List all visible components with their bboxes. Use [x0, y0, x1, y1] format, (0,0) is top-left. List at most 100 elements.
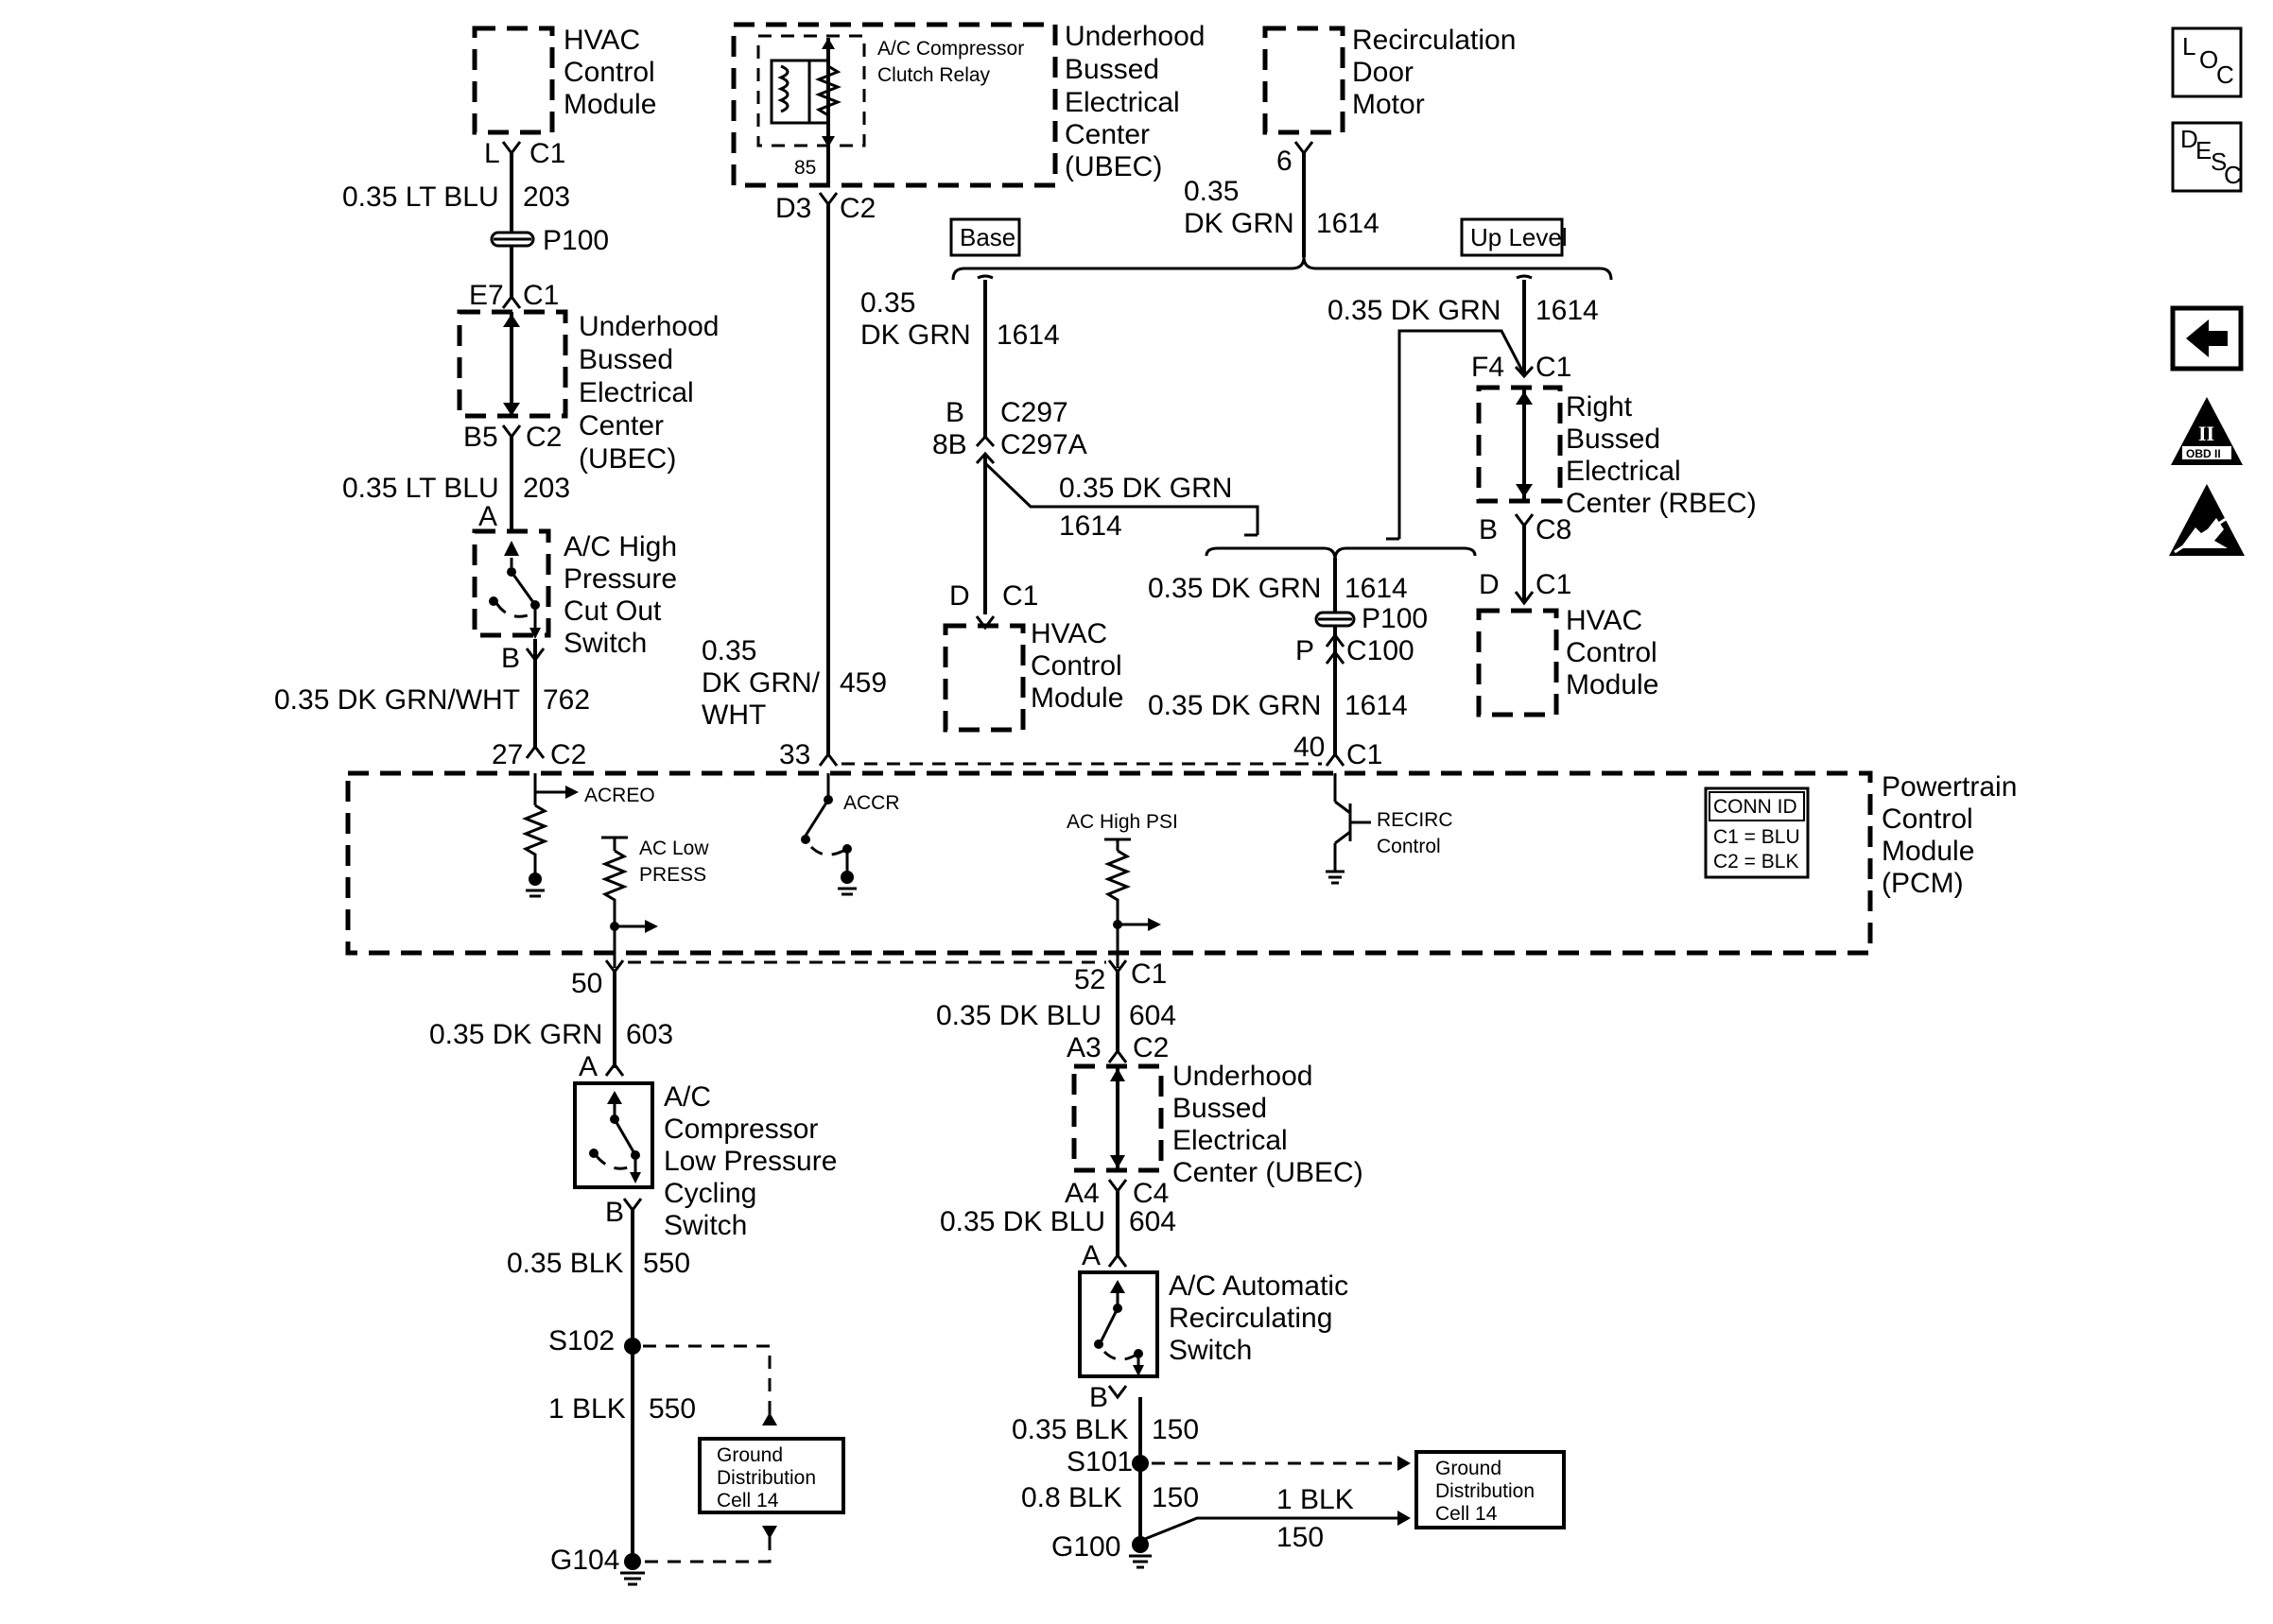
component-label: Electrical	[1065, 87, 1180, 118]
recirculation-door-motor: Recirculation Door Motor	[1262, 25, 1516, 135]
component-label: Module	[1882, 836, 1974, 867]
ac-compressor-low-pressure-cycling-switch: A/C Compressor Low Pressure Cycling Swit…	[573, 1081, 837, 1241]
component-label: Cut Out	[564, 596, 662, 627]
wire-gauge: 0.35 DK BLU	[940, 1206, 1105, 1237]
component-label: Bussed	[1566, 423, 1660, 455]
component-label: HVAC	[1031, 618, 1107, 649]
component-label: Control	[1882, 803, 1973, 835]
back-arrow-icon[interactable]	[2170, 305, 2244, 371]
wire-circuit: 150	[1152, 1482, 1199, 1513]
ac-automatic-recirculating-switch: A/C Automatic Recirculating Switch	[1078, 1270, 1348, 1378]
connector-symbol	[1107, 1253, 1128, 1268]
pin-label: P	[1295, 635, 1314, 666]
wire-circuit: 150	[1276, 1522, 1324, 1553]
wire-circuit: 1614	[1316, 208, 1379, 239]
component-label: Bussed	[1172, 1093, 1267, 1124]
component-label: Control	[1031, 650, 1122, 682]
wire-circuit: 1614	[1345, 573, 1408, 604]
connector-label: C2	[840, 193, 876, 224]
component-label: (UBEC)	[1065, 151, 1162, 182]
pin-label: 27	[492, 739, 523, 770]
option-bracket: Base Up Level	[949, 217, 1613, 281]
connector-symbol	[1107, 1048, 1128, 1063]
wire-gauge: 0.35 DK GRN/WHT	[274, 684, 520, 716]
wire-gauge: 0.35 DK GRN	[1327, 295, 1501, 326]
conn-id-c2: C2 = BLK	[1713, 851, 1798, 872]
pcm-signal-label: RECIRC	[1377, 809, 1453, 831]
pin-label: B	[946, 397, 964, 428]
component-label: Ground	[1435, 1458, 1501, 1479]
component-label: (PCM)	[1882, 868, 1964, 899]
wire-gauge-line: DK GRN/	[702, 667, 821, 699]
splice-label: S102	[548, 1325, 615, 1356]
wire-gauge: 0.35 BLK	[1012, 1414, 1128, 1445]
pin-label: 85	[794, 157, 816, 179]
wire-circuit: 603	[626, 1019, 673, 1050]
hvac-control-module-top-left: HVAC Control Module	[472, 25, 656, 135]
component-label: A/C	[664, 1081, 711, 1113]
wire-circuit: 459	[840, 667, 887, 699]
wire-gauge: 0.35 DK GRN	[429, 1019, 602, 1050]
pin-label: F4	[1471, 352, 1504, 383]
pin-label: 33	[779, 739, 810, 770]
component-label: Distribution	[1435, 1480, 1535, 1502]
pin-label: 40	[1293, 732, 1325, 763]
esd-warning-icon[interactable]	[2169, 484, 2245, 556]
pin-label: B	[1479, 514, 1498, 545]
pin-label: D	[1479, 569, 1500, 600]
component-label: Switch	[1169, 1335, 1252, 1366]
obd-ii-icon[interactable]: II OBD II	[2171, 397, 2243, 465]
acreo-circuit: ACREO	[521, 773, 655, 898]
component-label: Center (UBEC)	[1172, 1157, 1363, 1188]
desc-icon[interactable]: D E S C	[2171, 121, 2243, 193]
component-label: A/C Automatic	[1169, 1270, 1348, 1302]
pcm-signal-label: Control	[1377, 836, 1441, 857]
wire-gauge: 0.35 DK BLU	[936, 1000, 1102, 1031]
connector-symbol	[501, 424, 522, 440]
component-label: Recirculating	[1169, 1303, 1332, 1334]
desc-icon-letter: S	[2211, 147, 2227, 176]
wire-gauge-line: 0.35	[1184, 176, 1239, 207]
recirc-control-circuit: RECIRC Control	[1326, 773, 1453, 885]
powertrain-control-module: Powertrain Control Module (PCM)	[345, 770, 2017, 956]
component-label: Ground	[717, 1444, 783, 1466]
component-label: Module	[1031, 682, 1123, 714]
loc-icon[interactable]: L O C	[2171, 26, 2243, 98]
component-label: Cell 14	[1435, 1503, 1498, 1525]
hvac-control-module-mid: HVAC Control Module	[943, 618, 1123, 733]
obd-ii-numeral: II	[2198, 422, 2214, 445]
pin-label: D3	[775, 193, 811, 224]
wire-gauge: 0.8 BLK	[1021, 1482, 1122, 1513]
connector-label: C297	[1000, 397, 1068, 428]
component-label: Door	[1352, 57, 1414, 88]
ac-high-psi-circuit: AC High PSI	[1067, 811, 1178, 968]
wire-circuit: 604	[1129, 1000, 1176, 1031]
wire-circuit: 762	[543, 684, 590, 716]
component-label: Electrical	[1566, 456, 1681, 487]
pin-label: B5	[463, 422, 498, 453]
component-label: Switch	[564, 628, 647, 659]
ground-label: G100	[1051, 1531, 1120, 1563]
connector-label: C1	[1536, 352, 1571, 383]
pin-label: B	[501, 643, 520, 674]
connector-symbol	[1107, 1385, 1128, 1400]
pin-label: 52	[1074, 964, 1105, 995]
component-label: Bussed	[1065, 54, 1159, 85]
pcm-signal-label: AC High PSI	[1067, 811, 1178, 833]
ground-label: G104	[550, 1545, 619, 1576]
wire-gauge: 0.35 BLK	[507, 1248, 623, 1279]
conn-id-box: CONN ID C1 = BLU C2 = BLK	[1704, 786, 1810, 879]
component-label: Switch	[664, 1210, 747, 1241]
connector-symbol	[622, 1198, 643, 1213]
connector-label: C2	[1133, 1032, 1169, 1063]
connector-label: C1	[1002, 580, 1038, 612]
wire-gauge-line: DK GRN	[1184, 208, 1294, 239]
connector-label: C297A	[1000, 429, 1087, 460]
component-label: Powertrain	[1882, 771, 2017, 803]
wire-circuit: 150	[1152, 1414, 1199, 1445]
component-label: Cycling	[664, 1178, 756, 1209]
pin-label: A	[579, 1051, 598, 1082]
component-label: (UBEC)	[579, 443, 676, 475]
component-label: Module	[1566, 669, 1658, 700]
